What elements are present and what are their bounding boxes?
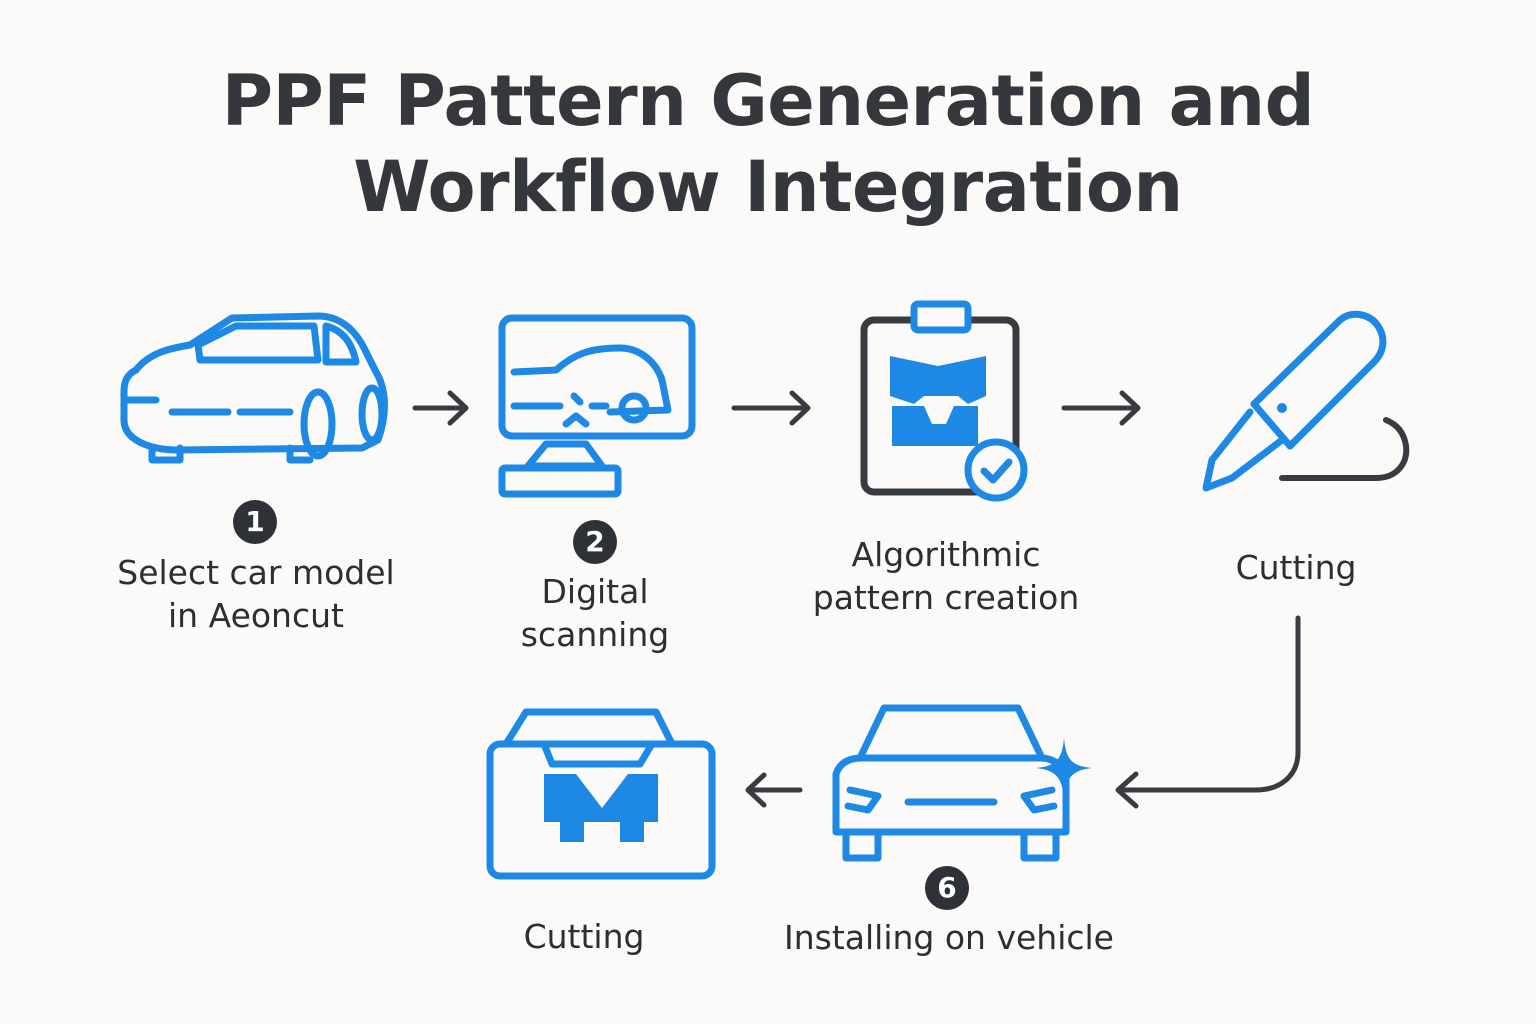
plotter-cutting-icon <box>486 708 716 880</box>
step-label-line: Select car model <box>117 553 395 592</box>
step-label-line: Cutting <box>523 917 645 956</box>
car-front-sparkle-icon <box>832 704 1092 862</box>
step-label-digital-scanning: Digital scanning <box>470 570 720 656</box>
step-label-line: in Aeoncut <box>168 596 344 635</box>
step-label-line: Digital <box>541 572 649 611</box>
step-label-algorithmic-pattern: Algorithmic pattern creation <box>776 533 1116 619</box>
arrow-right-icon <box>1061 390 1141 426</box>
arrow-right-icon <box>731 390 811 426</box>
step-number-badge: 2 <box>573 520 617 564</box>
knife-cutter-icon <box>1202 310 1410 492</box>
step-label-installing: Installing on vehicle <box>760 916 1138 959</box>
clipboard-pattern-icon <box>860 300 1028 502</box>
scanner-monitor-icon <box>498 314 696 498</box>
arrow-left-icon <box>745 772 803 808</box>
step-number-badge: 1 <box>233 500 277 544</box>
title-line-1: PPF Pattern Generation and <box>221 60 1315 142</box>
step-label-select-car-model: Select car model in Aeoncut <box>96 551 416 637</box>
car-side-icon <box>120 312 388 464</box>
page-title: PPF Pattern Generation and Workflow Inte… <box>0 58 1536 230</box>
step-label-cutting-plotter: Cutting <box>474 915 694 958</box>
step-label-line: scanning <box>520 615 670 654</box>
arrow-right-icon <box>412 390 469 426</box>
step-label-line: Installing on vehicle <box>784 918 1114 957</box>
title-line-2: Workflow Integration <box>353 146 1183 228</box>
step-label-line: Algorithmic <box>851 535 1041 574</box>
step-label-cutting-knife: Cutting <box>1186 546 1406 589</box>
connector-arrow-icon <box>1115 615 1301 809</box>
step-label-line: Cutting <box>1235 548 1357 587</box>
step-number-badge: 6 <box>925 866 969 910</box>
step-label-line: pattern creation <box>812 578 1080 617</box>
